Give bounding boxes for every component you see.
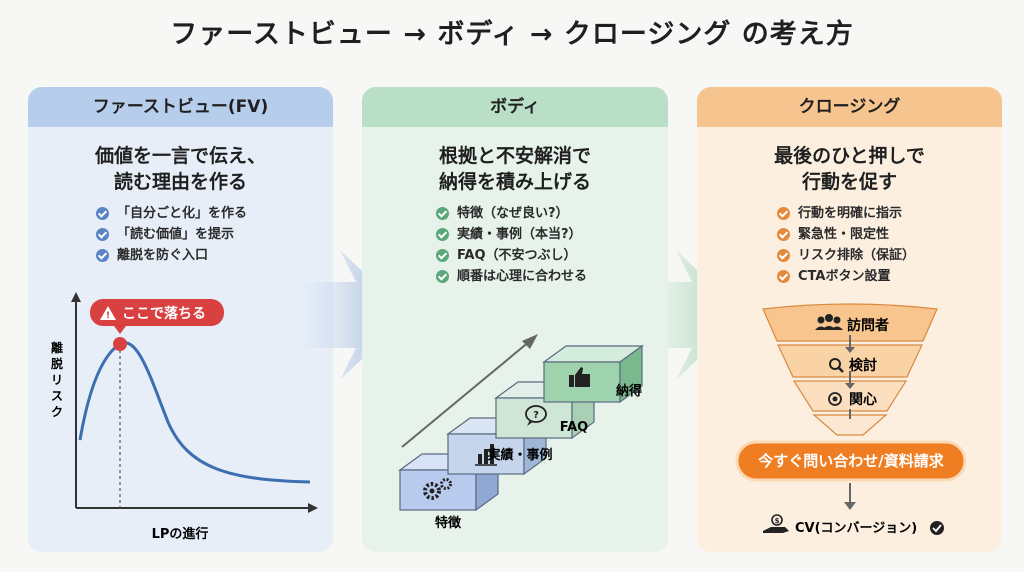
- first-view-lead-line1: 価値を一言で伝え、: [94, 145, 266, 167]
- funnel-band-3: [792, 380, 908, 412]
- alert-text: ここで落ちる: [122, 305, 206, 322]
- check-item: 行動を明確に指示: [777, 203, 1002, 224]
- check-item: リスク排除（保証）: [777, 245, 1002, 266]
- step-label-3: FAQ: [560, 420, 589, 435]
- cta-button[interactable]: 今すぐ問い合わせ/資料請求: [757, 452, 944, 470]
- closing-lead-line2: 行動を促す: [801, 171, 897, 193]
- page-title: ファーストビュー → ボディ → クロージング の考え方: [170, 19, 854, 50]
- alert-bubble: [90, 299, 224, 326]
- step-label-1: 特徴: [435, 515, 462, 531]
- check-item: CTAボタン設置: [777, 266, 1002, 287]
- funnel-band-2: [777, 344, 923, 378]
- body-lead-line1: 根拠と不安解消で: [438, 145, 591, 167]
- body-panel: ボディ 根拠と不安解消で 納得を積み上げる 特徴（なぜ良い?） 実績・事例（本当…: [362, 87, 668, 552]
- check-icon: [96, 249, 109, 262]
- check-icon: [777, 249, 790, 262]
- x-axis-label: LPの進行: [152, 526, 209, 542]
- y-axis-label: 離: [51, 340, 63, 355]
- check-item: 実績・事例（本当?）: [436, 224, 668, 245]
- closing-checklist: 行動を明確に指示 緊急性・限定性 リスク排除（保証） CTAボタン設置: [777, 203, 1002, 287]
- down-arrow-icon: [844, 502, 856, 510]
- check-icon: [436, 270, 449, 283]
- svg-text:脱: 脱: [51, 356, 63, 371]
- check-item: 特徴（なぜ良い?）: [436, 203, 668, 224]
- thumbs-up-icon: [569, 367, 590, 387]
- y-axis-arrow: [71, 292, 81, 302]
- check-icon: [777, 207, 790, 220]
- first-view-panel: ファーストビュー(FV) 価値を一言で伝え、 読む理由を作る 「自分ごと化」を作…: [28, 87, 333, 552]
- funnel-band-1: [762, 303, 938, 342]
- svg-text:$: $: [775, 517, 780, 525]
- svg-text:ク: ク: [51, 405, 63, 419]
- funnel-label-1: 訪問者: [847, 317, 889, 334]
- check-icon: [96, 228, 109, 241]
- check-item: 順番は心理に合わせる: [436, 266, 668, 287]
- first-view-lead: 価値を一言で伝え、 読む理由を作る: [28, 143, 333, 195]
- bar-chart-icon: [475, 444, 497, 466]
- flow-arrow-1-icon: [300, 250, 408, 380]
- growth-arrow-icon: [522, 334, 538, 349]
- step-label-2: 実績・事例: [487, 447, 552, 463]
- x-axis-arrow: [308, 503, 318, 513]
- funnel-label-2: 検討: [849, 357, 877, 374]
- down-arrow-icon: [845, 383, 855, 389]
- peak-marker: [113, 337, 127, 351]
- people-icon: [815, 314, 843, 330]
- check-icon: [436, 228, 449, 241]
- check-item: 離脱を防ぐ入口: [96, 245, 333, 266]
- question-chat-icon: ?: [525, 405, 547, 426]
- step-block-4: [542, 344, 644, 404]
- closing-lead: 最後のひと押しで 行動を促す: [697, 143, 1002, 195]
- body-header: ボディ: [362, 87, 668, 127]
- funnel-label-3: 関心: [849, 392, 877, 408]
- cta-button-shape[interactable]: [735, 440, 967, 482]
- check-item: 「読む価値」を提示: [96, 224, 333, 245]
- body-checklist: 特徴（なぜ良い?） 実績・事例（本当?） FAQ（不安つぶし） 順番は心理に合わ…: [436, 203, 668, 287]
- warning-icon: [100, 306, 116, 320]
- check-icon: [777, 228, 790, 241]
- closing-panel: クロージング 最後のひと押しで 行動を促す 行動を明確に指示 緊急性・限定性 リ…: [697, 87, 1002, 552]
- check-item: 緊急性・限定性: [777, 224, 1002, 245]
- target-icon: [828, 392, 842, 406]
- closing-header: クロージング: [697, 87, 1002, 127]
- check-icon: [96, 207, 109, 220]
- first-view-header: ファーストビュー(FV): [28, 87, 333, 127]
- gears-icon: [423, 478, 452, 500]
- check-item: 「自分ごと化」を作る: [96, 203, 333, 224]
- conversion-label: CV(コンバージョン): [795, 521, 917, 536]
- step-label-4: 納得: [616, 383, 642, 399]
- closing-lead-line1: 最後のひと押しで: [774, 145, 925, 167]
- risk-curve: [78, 341, 311, 484]
- check-icon: [436, 249, 449, 262]
- growth-line: [401, 340, 531, 448]
- check-icon: [436, 207, 449, 220]
- svg-text:リ: リ: [51, 373, 63, 387]
- first-view-lead-line2: 読む理由を作る: [113, 171, 247, 193]
- money-hand-icon: $: [763, 514, 789, 533]
- svg-text:?: ?: [533, 410, 539, 421]
- svg-text:ス: ス: [51, 389, 63, 403]
- bounce-risk-chart: ! ここで落ちる 離 脱 リ ス ク LPの進行: [51, 292, 318, 542]
- check-item: FAQ（不安つぶし）: [436, 245, 668, 266]
- check-circle-icon: [930, 521, 944, 535]
- staircase-diagram: ? 特徴 実績・事例 FAQ 納得: [398, 334, 644, 531]
- down-arrow-icon: [845, 347, 855, 353]
- conversion-funnel: 訪問者 検討 関心 今すぐ問い合わせ/資料請求 $ CV(コンバージョン): [735, 303, 967, 536]
- search-icon: [829, 358, 844, 373]
- body-lead-line2: 納得を積み上げる: [438, 171, 591, 193]
- first-view-checklist: 「自分ごと化」を作る 「読む価値」を提示 離脱を防ぐ入口: [96, 203, 333, 266]
- body-lead: 根拠と不安解消で 納得を積み上げる: [362, 143, 668, 195]
- check-icon: [777, 270, 790, 283]
- svg-text:!: !: [106, 311, 110, 321]
